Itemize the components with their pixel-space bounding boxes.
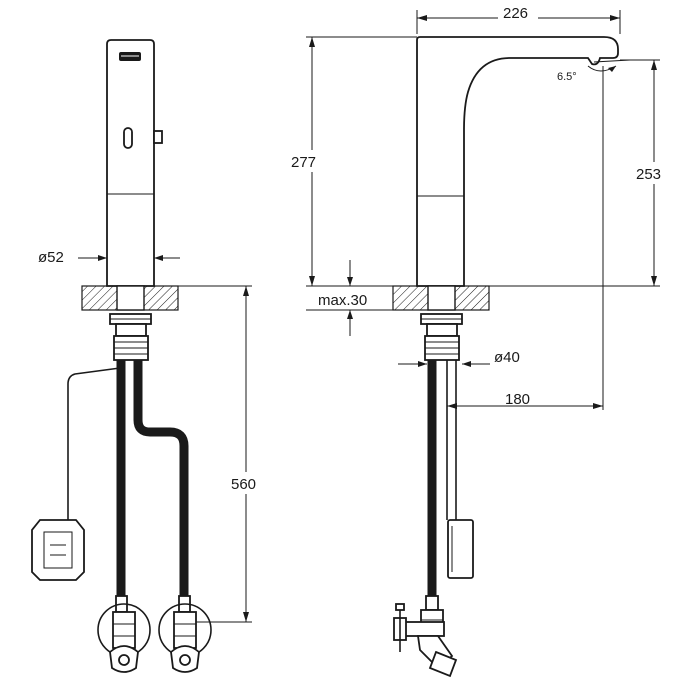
label-body-diameter: ø52 [38,249,64,266]
angle-valve-left-1 [97,595,151,673]
braided-hose-2 [134,360,188,598]
dimension-hose-offset: 180 [447,66,604,410]
angle-valve-side [393,595,458,678]
dimension-hose-diameter: ø40 [398,349,520,367]
control-box [31,519,85,581]
dimension-spout-width: 226 [416,4,621,34]
side-view: 226 6.5° 277 max.30 [290,4,676,678]
label-total-height: 277 [291,154,316,171]
dimension-hose-length: 560 [178,285,268,623]
label-spout-angle: 6.5° [557,71,577,83]
label-hose-length: 560 [231,476,256,493]
label-hose-offset: 180 [505,391,530,408]
dimension-total-height: 277 [290,36,417,286]
faucet-body-side [416,36,619,287]
dimension-max-counter: max.30 [316,260,382,336]
dimension-spout-angle: 6.5° [557,59,631,83]
front-view: ø52 560 [31,39,268,673]
dimension-outlet-height: 253 [489,59,676,287]
control-box-side [447,519,474,579]
angle-valve-left-2 [158,595,212,673]
label-max-counter: max.30 [318,292,367,309]
label-hose-diameter: ø40 [494,349,520,366]
faucet-body-front [106,39,155,287]
side-button [153,130,163,144]
label-outlet-height: 253 [636,166,661,183]
label-spout-width: 226 [503,5,528,22]
dimension-body-diameter: ø52 [38,249,180,266]
indicator-slot [123,127,133,149]
sensor-cable [67,367,121,522]
